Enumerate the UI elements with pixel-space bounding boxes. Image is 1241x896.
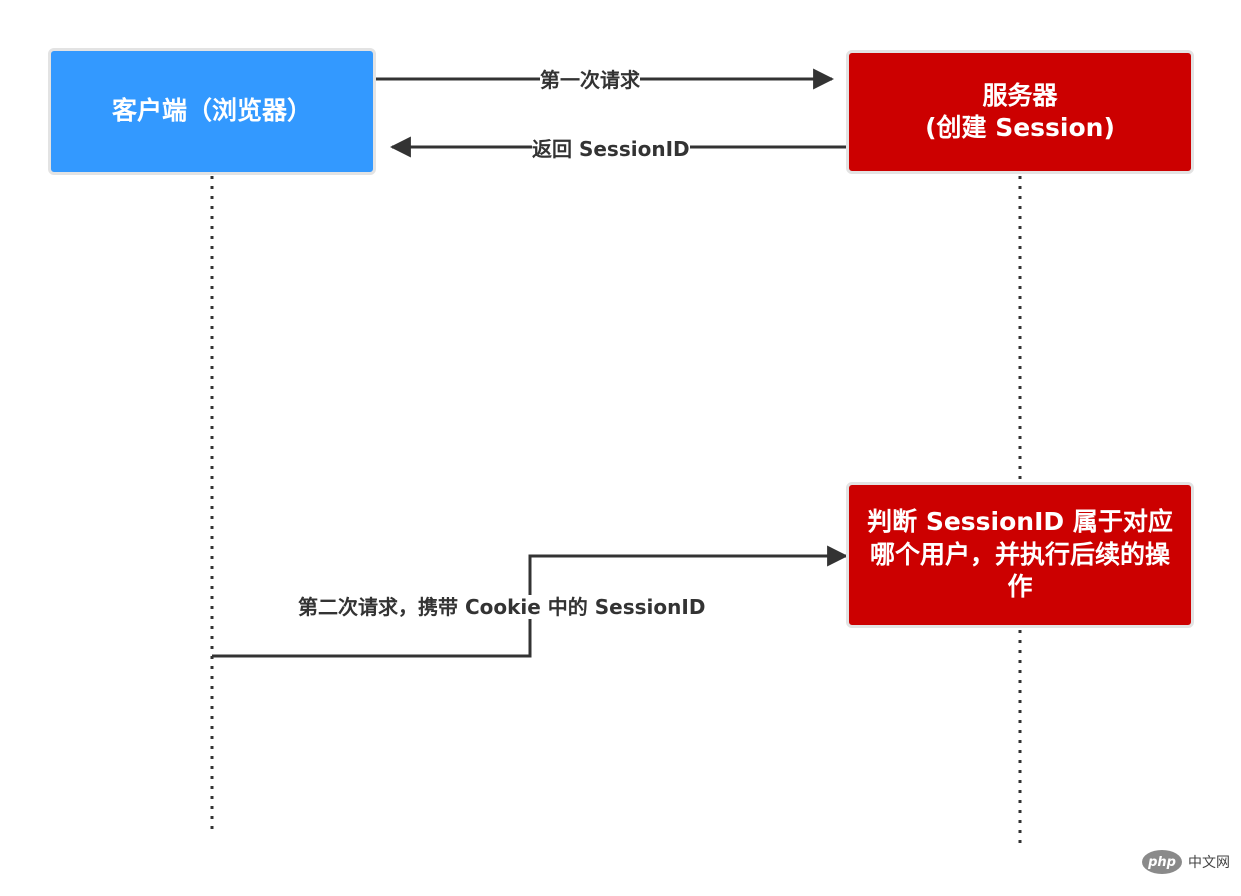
watermark: php 中文网 bbox=[1142, 850, 1230, 874]
return-session-label: 返回 SessionID bbox=[532, 137, 690, 161]
client-browser-node: 客户端（浏览器） bbox=[48, 48, 376, 175]
server-label: 服务器 bbox=[982, 80, 1058, 110]
judge-label: 判断 SessionID 属于对应哪个用户，并执行后续的操作 bbox=[867, 507, 1173, 602]
server-sublabel: (创建 Session) bbox=[925, 113, 1115, 142]
server-node: 服务器 (创建 Session) bbox=[846, 50, 1194, 174]
second-request-label: 第二次请求，携带 Cookie 中的 SessionID bbox=[298, 595, 706, 619]
client-label: 客户端（浏览器） bbox=[111, 96, 312, 126]
judge-session-node: 判断 SessionID 属于对应哪个用户，并执行后续的操作 bbox=[846, 482, 1194, 628]
first-request-label: 第一次请求 bbox=[540, 68, 640, 92]
php-logo: php bbox=[1142, 850, 1182, 874]
watermark-text: 中文网 bbox=[1188, 855, 1230, 871]
